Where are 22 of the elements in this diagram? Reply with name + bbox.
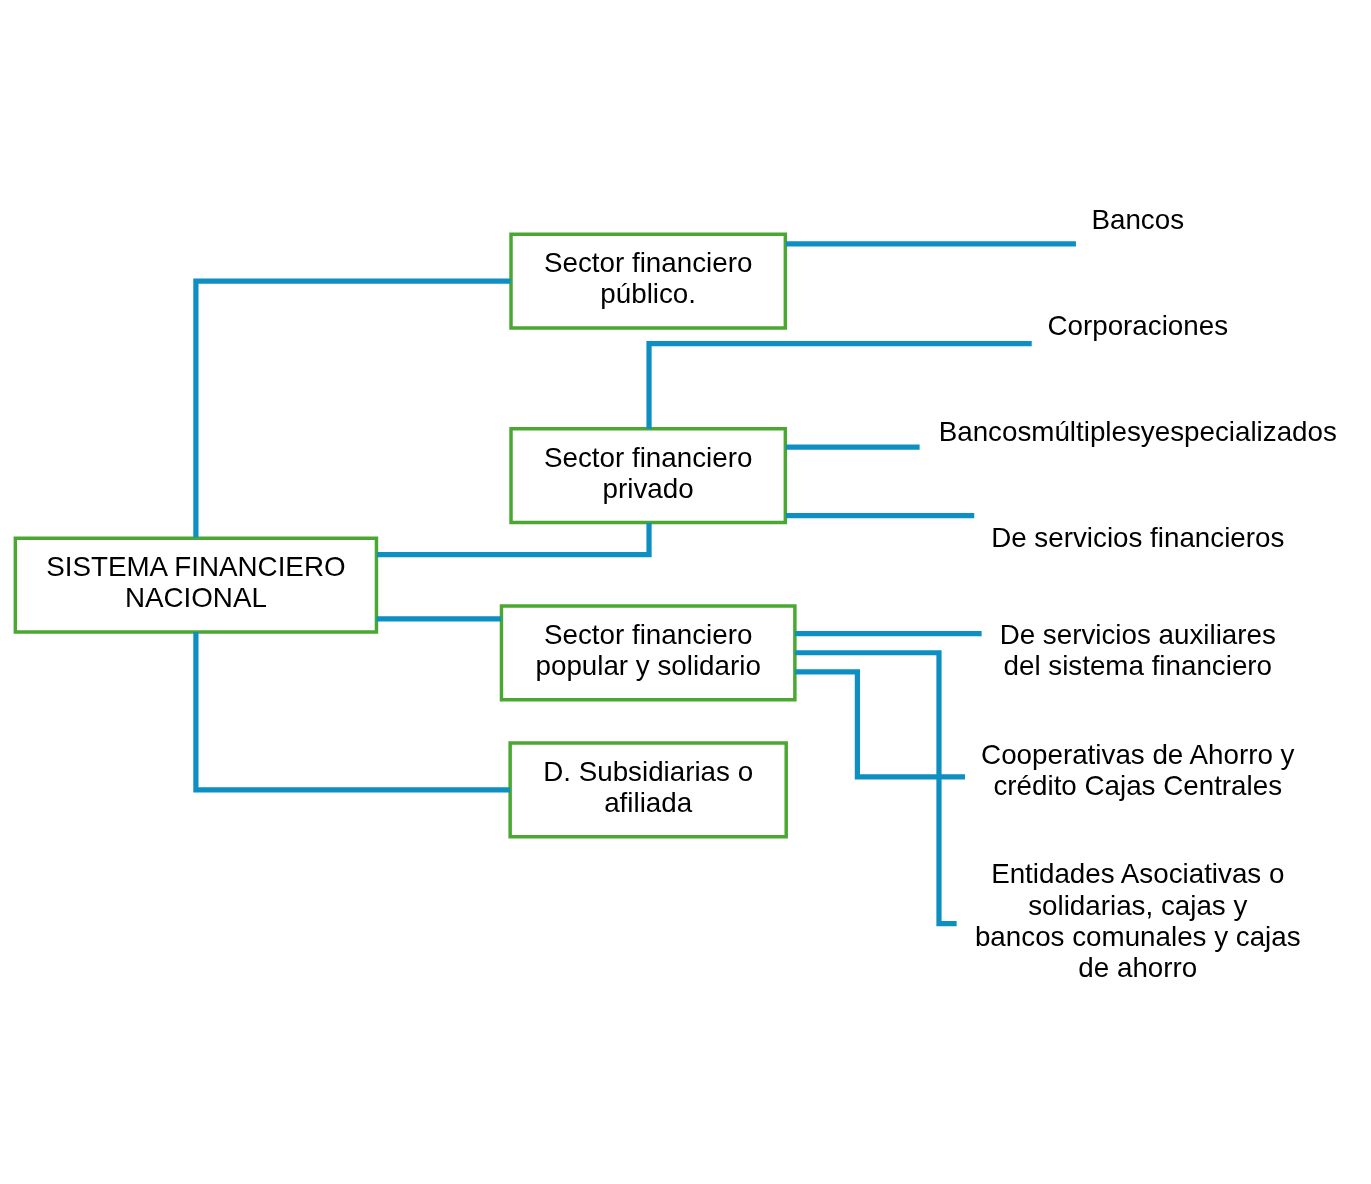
connector [785, 241, 1076, 247]
node-text: Cooperativas de Ahorro y crédito Cajas Centrales [981, 738, 1295, 801]
connector [785, 444, 920, 450]
node-text: Entidades Asociativas o solidarias, cajas y bancos comunales y cajas de ahorro [974, 858, 1301, 984]
node-text: Corporaciones [1047, 309, 1229, 341]
node-box: Sector financiero privado [509, 427, 788, 525]
node-box: D. Subsidiarias o afiliada [508, 741, 788, 839]
connector [193, 632, 511, 793]
node-box: Sector financiero público. [509, 232, 788, 330]
connector [785, 513, 975, 519]
node-box: Sector financiero popular y solidario [499, 604, 797, 702]
connector [646, 341, 1032, 429]
node-box: SISTEMA FINANCIERO NACIONAL [13, 536, 379, 634]
node-text: De servicios financieros [991, 521, 1285, 553]
node-text: Bancos [1091, 203, 1185, 235]
node-text: Bancosmúltiplesyespecializados [938, 415, 1337, 447]
connector [795, 631, 982, 637]
connector [376, 523, 652, 558]
connector [795, 669, 965, 780]
connector [376, 616, 502, 622]
connector [193, 278, 511, 538]
node-text: De servicios auxiliares del sistema financiero [999, 618, 1276, 681]
